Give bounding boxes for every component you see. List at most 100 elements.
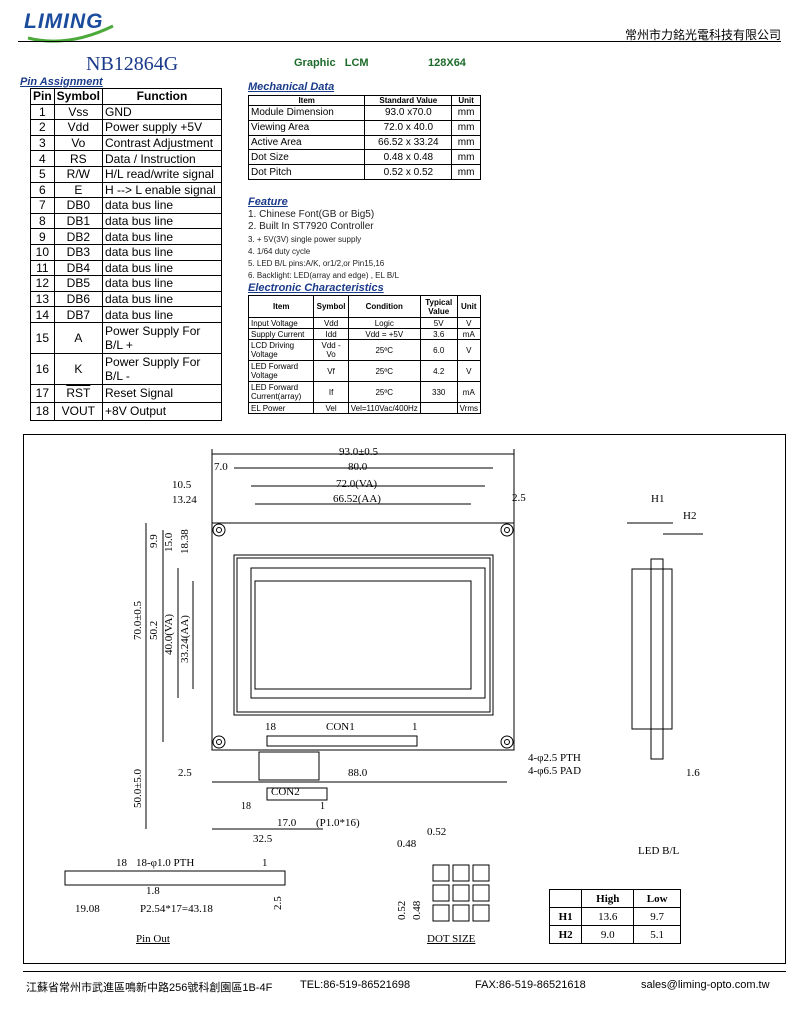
feature-list: 1. Chinese Font(GB or Big5) 2. Built In … [248,209,399,283]
pin-table-cell: VOUT [53,401,104,421]
dim-aa-width: 66.52(AA) [333,493,381,505]
con1-label: CON1 [326,721,355,733]
pin-table-cell: data bus line [102,290,222,308]
pin-table-cell: 15 [30,321,55,354]
mech-table-cell: Viewing Area [247,119,366,136]
elec-table-cell: LCD Driving Voltage [247,339,315,361]
elec-table-cell: Input Voltage [247,317,315,329]
hole-pth: 4-φ2.5 PTH [528,752,581,764]
dim-7: 7.0 [214,461,228,473]
pin-table-cell: DB5 [53,275,104,292]
con2-pin18: 18 [241,801,251,812]
logo-swoosh-icon [27,24,114,43]
feature-item: 5. LED B/L pins:A/K, or1/2,or Pin15,16 [248,259,385,269]
pin-table-cell: RS [53,150,104,167]
company-logo: LIMING [18,8,128,44]
height-table-cell: 9.0 [581,925,635,944]
feature-item: 2. Built In ST7920 Controller [248,221,374,233]
dim-va-height: 40.0(VA) [163,613,175,655]
mech-table-cell: mm [451,149,481,166]
con1-pin18: 18 [265,721,276,733]
pin-table-cell: data bus line [102,212,222,230]
con1-pin1: 1 [412,721,418,733]
top-divider [18,41,781,42]
elec-table-header: Typical Value [419,295,458,318]
pin-table-cell: DB1 [53,212,104,230]
pin-table-cell: 6 [30,181,55,199]
pin-table-cell: A [53,321,104,354]
elec-table-cell [419,402,458,414]
pin-table-cell: 1 [30,103,55,121]
mech-table-cell: 0.52 x 0.52 [364,164,453,180]
elec-table-cell: V [456,360,482,382]
mechanical-title: Mechanical Data [248,81,335,93]
con2-label: CON2 [271,786,300,798]
hole-pad: 4-φ6.5 PAD [528,765,582,777]
elec-table-cell: Vrms [456,402,482,414]
mech-table-cell: mm [451,134,481,151]
dim-32-5: 32.5 [253,833,273,845]
mech-table-cell: Dot Size [247,149,366,166]
pin-table-cell: R/W [53,165,104,183]
mech-table-cell: 0.48 x 0.48 [364,149,453,166]
pinout-title: Pin Out [136,933,170,945]
dim-pitch-pinout: P2.54*17=43.18 [140,903,213,915]
pin-table-cell: E [53,181,104,199]
pin-table-cell: K [53,352,104,385]
dim-13-24: 13.24 [172,494,197,506]
pin-table-cell: 14 [30,306,55,323]
pin-assignment-title: Pin Assignment [20,76,103,88]
pin-table-cell: data bus line [102,243,222,261]
pin-table-cell: data bus line [102,228,222,245]
dot-size-h: 0.48 [397,838,417,850]
dot-pitch-h: 0.52 [427,826,447,838]
height-table-cell: H2 [548,925,583,944]
pin-table-cell: Data / Instruction [102,150,222,167]
pinout-pth: 18-φ1.0 PTH [136,857,195,869]
module-type: Graphic LCM [294,57,369,69]
elec-table-cell: 4.2 [419,360,458,382]
bezel-outline [233,554,494,716]
elec-table-cell: 25ºC [347,339,421,361]
pin-table-cell: Reset Signal [102,383,222,403]
feature-item: 3. + 5V(3V) single power supply [248,234,362,244]
elec-table-cell: V [456,339,482,361]
side-h1: H1 [651,493,665,505]
pin-table-cell: 3 [30,134,55,152]
company-name: 常州市力銘光電科技有限公司 [624,28,781,42]
dim-2-5-bottom: 2.5 [178,767,192,779]
footer-divider [23,971,786,972]
footer-fax: FAX:86-519-86521618 [475,979,586,991]
pin-table-cell: Contrast Adjustment [102,134,222,152]
pin-table-cell: 9 [30,228,55,245]
pin-table-cell: 12 [30,275,55,292]
pin-table-header: Function [102,88,222,105]
dim-88: 88.0 [348,767,368,779]
mech-table-header: Unit [451,95,481,106]
mechanical-drawing-frame [23,434,786,964]
mech-table-cell: 93.0 x70.0 [364,105,453,121]
dim-10-5: 10.5 [172,479,192,491]
elec-table-cell: Vel [313,402,349,414]
pin-table-cell: 10 [30,243,55,261]
